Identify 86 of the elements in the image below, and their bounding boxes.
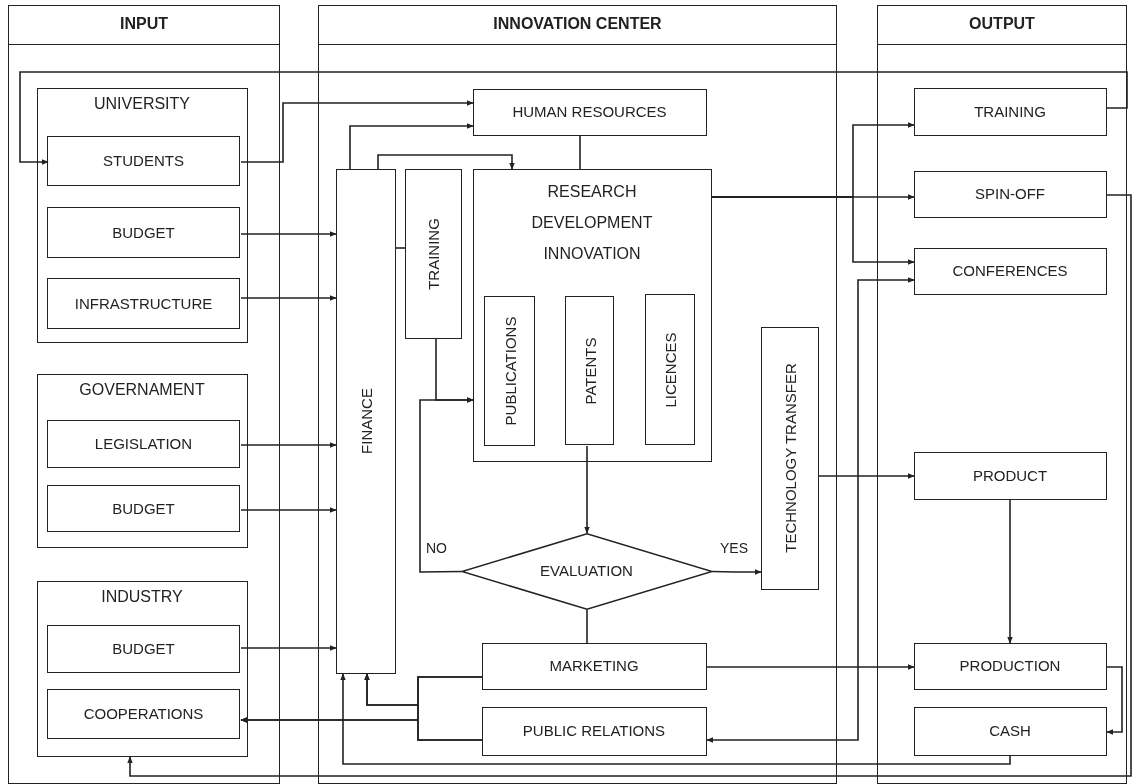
process-box: [472, 88, 707, 136]
arrow: [584, 445, 590, 534]
arrow: [419, 397, 474, 573]
process-box: [645, 294, 695, 445]
column-header: INPUT: [119, 15, 169, 33]
process-box: [484, 296, 535, 446]
process-box: [47, 485, 240, 532]
process-box: [913, 642, 1107, 690]
arrow: [240, 442, 337, 448]
arrow: [711, 569, 762, 575]
process-box: [47, 625, 240, 673]
arrow: [349, 123, 474, 170]
box-label: STUDENTS: [102, 151, 185, 171]
group-box: [36, 87, 248, 343]
process-box: [47, 420, 240, 468]
box-label: BUDGET: [111, 222, 176, 243]
process-box: [47, 689, 240, 739]
column-header: OUTPUT: [968, 15, 1036, 33]
arrow: [127, 194, 1132, 777]
box-label: EVALUATION: [539, 561, 634, 581]
process-box: [335, 168, 396, 674]
group-box: [472, 168, 712, 462]
arrow: [706, 277, 915, 743]
arrow: [818, 473, 915, 479]
box-label: PATENTS: [581, 337, 598, 404]
arrow: [19, 71, 1128, 165]
box-label: FINANCE: [357, 388, 374, 454]
connector-line: [586, 609, 588, 644]
arrow: [377, 154, 515, 170]
edge-label: YES: [718, 540, 750, 556]
box-label: PRODUCTION: [958, 656, 1062, 676]
process-box: [913, 170, 1107, 218]
group-title: UNIVERSITY: [93, 94, 191, 113]
group-title: GOVERNAMENT: [78, 380, 206, 399]
group-title: INDUSTRY: [100, 587, 184, 606]
arrow: [240, 295, 337, 301]
arrow: [1106, 666, 1123, 735]
arrow: [240, 645, 337, 651]
arrow: [1007, 499, 1013, 644]
group-box: [36, 373, 248, 548]
connector-line: [579, 135, 581, 170]
box-label: CONFERENCES: [951, 261, 1069, 281]
box-label: TRAINING: [424, 217, 442, 290]
arrow: [240, 100, 474, 163]
box-label: PUBLIC RELATIONS: [521, 721, 667, 741]
process-box: [913, 706, 1107, 756]
process-box: [404, 168, 462, 339]
connector-line: [395, 247, 406, 249]
process-box: [481, 642, 707, 690]
column-panel: [877, 5, 1127, 784]
column-panel: [8, 5, 280, 784]
arrow: [340, 673, 1011, 765]
process-box: [47, 136, 240, 186]
process-box: [47, 278, 240, 329]
box-label: PRODUCT: [971, 465, 1049, 486]
group-box: [36, 580, 248, 757]
process-box: [913, 87, 1107, 136]
process-box: [913, 451, 1107, 500]
box-label: PUBLICATIONS: [501, 316, 518, 426]
box-label: TRAINING: [973, 101, 1047, 122]
process-box: [760, 326, 819, 590]
arrow: [240, 231, 337, 237]
process-box: [481, 706, 707, 756]
box-label: LEGISLATION: [93, 434, 194, 454]
arrow: [711, 196, 915, 265]
box-label: HUMAN RESOURCES: [511, 102, 668, 122]
box-label: SPIN-OFF: [974, 184, 1046, 204]
arrow: [240, 717, 483, 741]
edge-label: NO: [424, 540, 449, 556]
box-label: MARKETING: [548, 656, 640, 676]
arrow: [706, 664, 915, 670]
group-title: RESEARCH DEVELOPMENT INNOVATION: [530, 181, 654, 264]
process-box: [47, 207, 240, 258]
column-header: INNOVATION CENTER: [492, 15, 663, 33]
box-label: TECHNOLOGY TRANSFER: [781, 363, 798, 553]
arrow: [240, 507, 337, 513]
box-label: CASH: [988, 721, 1032, 741]
process-box: [913, 247, 1107, 295]
box-label: BUDGET: [111, 498, 176, 519]
column-panel: [318, 5, 837, 784]
decision-diamond: [461, 532, 712, 610]
box-label: LICENCES: [661, 332, 679, 407]
box-label: BUDGET: [111, 639, 176, 659]
box-label: COOPERATIONS: [82, 704, 205, 724]
box-label: INFRASTRUCTURE: [73, 293, 214, 314]
process-box: [565, 296, 614, 445]
